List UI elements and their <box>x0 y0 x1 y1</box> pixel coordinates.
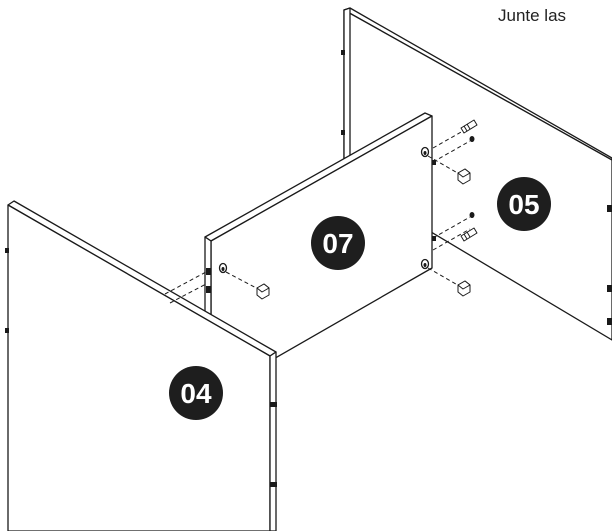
panel-04-face <box>7 204 271 531</box>
cam-lock-nut-icon <box>457 168 471 185</box>
panel-05-edge-dowels <box>341 50 612 325</box>
panel-04-edge-dowels <box>5 248 277 487</box>
cam-lock-nut-icon <box>457 280 471 297</box>
panel-04-side-edge <box>269 351 277 531</box>
panel-05-label: 05 <box>508 189 539 220</box>
panel-07-label: 07 <box>322 228 353 259</box>
panel-07-holes <box>206 146 436 293</box>
instruction-text: Junte las <box>498 6 567 25</box>
panel-04-label: 04 <box>180 378 212 409</box>
assembly-guide-lines <box>164 126 471 304</box>
panel-05-badge: 05 <box>497 177 551 231</box>
panel-05-side-edge <box>343 7 351 181</box>
panel-05 <box>341 7 612 341</box>
dowel-icon <box>460 212 478 242</box>
panel-07-badge: 07 <box>311 216 365 270</box>
cam-lock-nut-icon <box>256 283 270 300</box>
dowel-icon <box>460 119 478 142</box>
panel-04 <box>5 200 277 531</box>
panel-04-badge: 04 <box>169 366 223 420</box>
